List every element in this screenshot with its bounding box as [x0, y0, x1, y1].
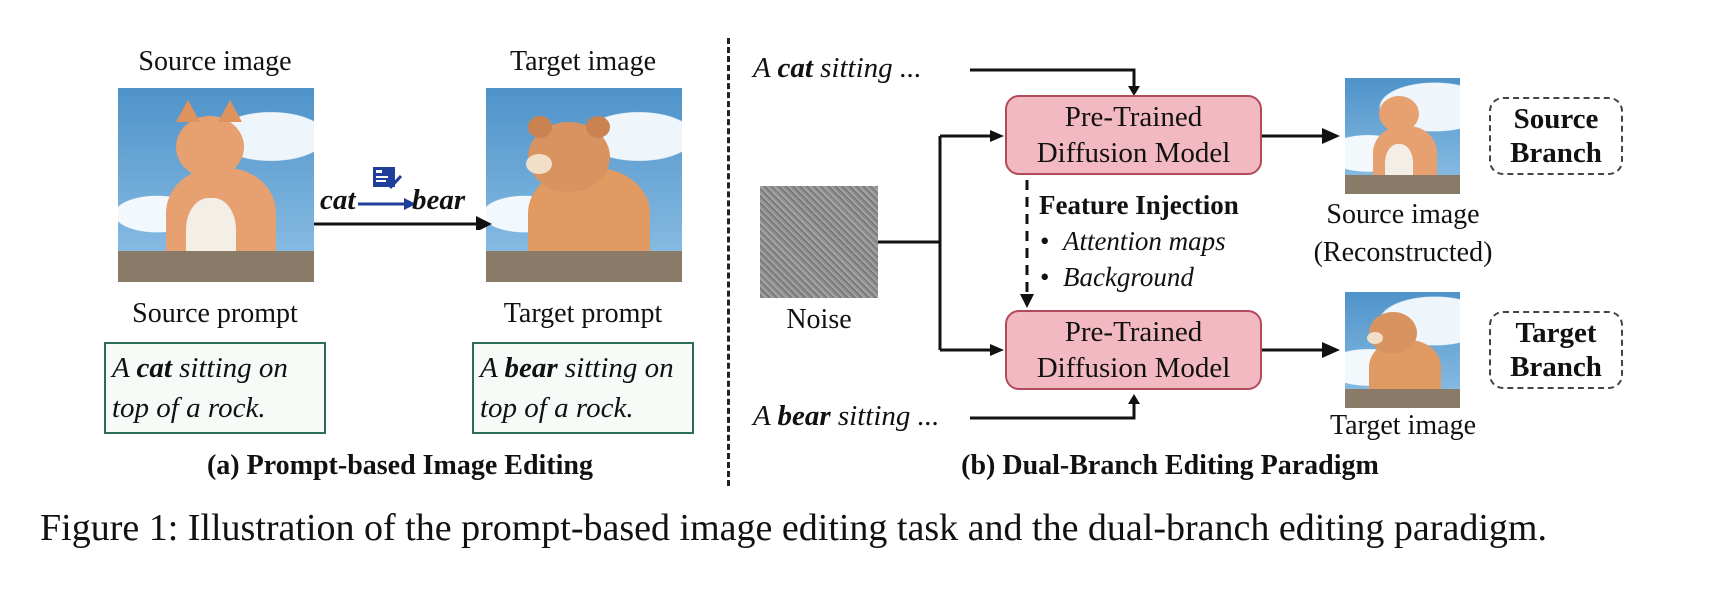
top-prompt-bold: cat: [777, 52, 813, 84]
source-branch-line1: Source: [1513, 103, 1599, 135]
caption-a: (a) Prompt-based Image Editing: [206, 450, 594, 481]
bottom-prompt-pre: A: [753, 400, 778, 432]
edit-from-word: cat: [320, 184, 356, 216]
injection-item-text: Background: [1062, 262, 1194, 292]
source-reconstructed-image: [1345, 78, 1460, 194]
noise-label: Noise: [786, 304, 852, 335]
target-branch-line1: Target: [1515, 317, 1597, 349]
target-image-label: Target image: [509, 46, 656, 77]
injection-item-attention: • Attention maps: [1040, 226, 1226, 256]
caption-b: (b) Dual-Branch Editing Paradigm: [961, 450, 1379, 481]
bottom-prompt: A bear sitting ...: [753, 400, 939, 433]
target-prompt-pre: A: [480, 352, 505, 384]
top-prompt-post: sitting ...: [812, 52, 922, 84]
target-output-image: [1345, 292, 1460, 408]
source-prompt-pre: A: [112, 352, 137, 384]
source-prompt-bold: cat: [136, 352, 172, 384]
model-line1: Pre-Trained: [1064, 316, 1203, 348]
panel-divider: [727, 38, 730, 486]
source-output-label: Source image (Reconstructed): [1290, 196, 1516, 272]
noise-image: [760, 186, 878, 298]
bottom-prompt-bold: bear: [777, 400, 831, 432]
source-output-line1: Source image: [1326, 199, 1480, 230]
source-prompt-label: Source prompt: [132, 298, 298, 329]
model-line1: Pre-Trained: [1064, 101, 1203, 133]
model-line2: Diffusion Model: [1036, 137, 1231, 169]
target-prompt-bold: bear: [504, 352, 558, 384]
injection-item-text: Attention maps: [1062, 226, 1226, 256]
target-prompt-post: sitting on top of a rock.: [480, 352, 674, 424]
target-output-label: Target image: [1329, 410, 1476, 441]
model-line2: Diffusion Model: [1036, 352, 1231, 384]
figure-caption: Figure 1: Illustration of the prompt-bas…: [40, 507, 1547, 549]
source-prompt-box: A cat sitting on top of a rock.: [104, 342, 326, 434]
top-prompt: A cat sitting ...: [753, 52, 922, 85]
source-prompt-post: sitting on top of a rock.: [112, 352, 288, 424]
top-prompt-pre: A: [753, 52, 778, 84]
target-branch-line2: Branch: [1510, 351, 1602, 383]
target-prompt-box: A bear sitting on top of a rock.: [472, 342, 694, 434]
source-output-line2: (Reconstructed): [1313, 237, 1493, 268]
edit-icon: [372, 166, 403, 192]
bottom-prompt-post: sitting ...: [830, 400, 940, 432]
source-image-label: Source image: [138, 46, 292, 77]
injection-item-background: • Background: [1040, 262, 1194, 292]
target-bear-image: [486, 88, 682, 282]
edit-arrow: [314, 198, 492, 230]
target-prompt-label: Target prompt: [503, 298, 663, 329]
feature-injection-label: Feature Injection: [1039, 190, 1239, 220]
source-cat-image: [118, 88, 314, 282]
source-branch-line2: Branch: [1510, 137, 1602, 169]
edit-to-word: bear: [412, 184, 466, 216]
